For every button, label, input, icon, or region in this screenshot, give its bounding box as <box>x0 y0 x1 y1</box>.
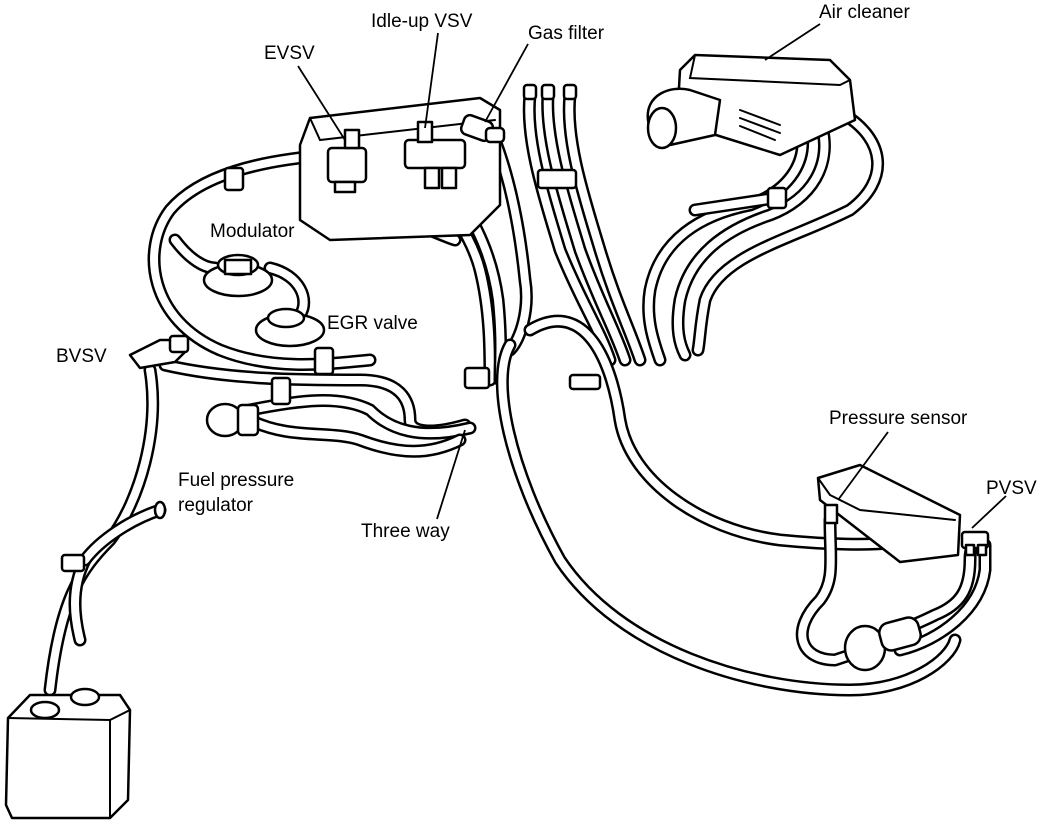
idle-up-vsv-valve <box>403 120 467 190</box>
evsv-valve <box>326 128 368 194</box>
label-evsv: EVSV <box>264 43 315 64</box>
hose-clamps <box>60 166 788 573</box>
label-bvsv: BVSV <box>56 346 107 367</box>
label-fuel-pressure-regulator-line2: regulator <box>178 495 253 516</box>
label-pvsv: PVSV <box>986 478 1037 499</box>
check-valve-part <box>205 402 260 438</box>
label-egr-valve: EGR valve <box>327 313 418 334</box>
modulator-part <box>202 253 274 298</box>
charcoal-canister <box>4 687 132 820</box>
label-modulator: Modulator <box>210 221 295 242</box>
label-pressure-sensor: Pressure sensor <box>829 408 968 429</box>
label-fuel-pressure-regulator-line1: Fuel pressure <box>178 470 295 491</box>
fuel-pressure-regulator-hose-end <box>153 500 167 520</box>
egr-valve-part <box>254 307 326 348</box>
label-air-cleaner: Air cleaner <box>819 2 910 23</box>
air-cleaner-box <box>646 53 857 157</box>
vacuum-hoses <box>43 88 992 697</box>
hose-nipples <box>522 83 578 101</box>
bvsv-valve <box>128 334 190 370</box>
pvsv-valve <box>960 530 990 557</box>
label-idle-up-vsv: Idle-up VSV <box>371 11 473 32</box>
vsv-filter-part <box>843 616 922 672</box>
label-gas-filter: Gas filter <box>528 23 605 44</box>
label-three-way: Three way <box>361 521 450 542</box>
pressure-sensor-part <box>816 463 962 564</box>
leader-lines <box>297 23 1007 529</box>
